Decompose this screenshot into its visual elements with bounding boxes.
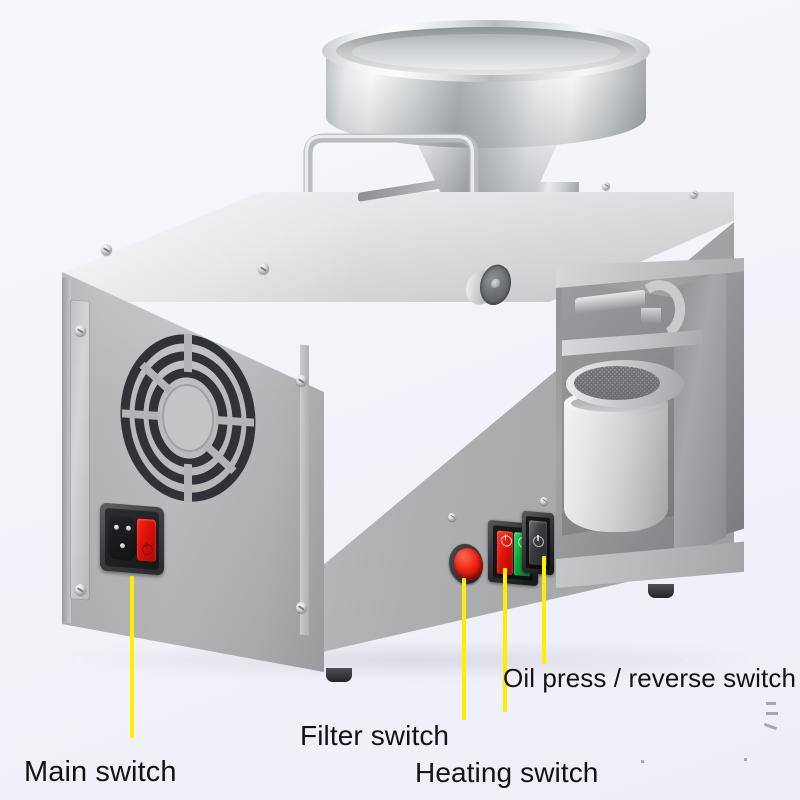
screw xyxy=(540,497,548,505)
carry-handle xyxy=(303,133,479,240)
spout-tip xyxy=(641,308,661,324)
body-corner-edge xyxy=(300,344,309,636)
label-oil-press-switch: Oil press / reverse switch xyxy=(503,663,797,693)
screw xyxy=(296,602,307,613)
screw xyxy=(75,584,86,595)
main-power-inlet[interactable] xyxy=(100,502,164,576)
iec-socket[interactable] xyxy=(108,515,136,561)
screw xyxy=(75,325,86,336)
side-mounting-strip xyxy=(70,299,90,601)
socket-pin xyxy=(114,525,119,530)
machine-foot xyxy=(648,584,674,598)
machine-foot xyxy=(326,668,352,682)
screw xyxy=(690,190,698,198)
screw xyxy=(101,244,112,255)
knob-face xyxy=(480,262,511,308)
callout-line-oil-press-switch xyxy=(542,556,546,664)
screw xyxy=(296,375,307,386)
fan-grille xyxy=(118,327,258,509)
power-symbol-icon xyxy=(533,535,544,548)
screw xyxy=(448,513,456,521)
power-symbol-icon xyxy=(500,534,512,547)
label-main-switch: Main switch xyxy=(24,756,177,788)
feed-hopper xyxy=(318,10,654,212)
callout-line-main-switch xyxy=(130,576,134,738)
screw xyxy=(258,263,269,274)
filter-switch-button[interactable] xyxy=(449,542,485,586)
rocker-well xyxy=(526,515,550,571)
main-switch-rocker[interactable] xyxy=(137,518,156,562)
oil-outlet-spout xyxy=(575,275,691,347)
inlet-recess xyxy=(105,507,159,571)
image-artifact xyxy=(641,760,644,763)
chamber-right-wall xyxy=(674,270,726,560)
basket-mesh xyxy=(574,366,660,400)
socket-pin xyxy=(120,543,125,548)
oil-press-reverse-switch[interactable] xyxy=(522,510,554,576)
floor-shadow xyxy=(60,640,760,680)
callout-line-heating-switch xyxy=(503,568,507,712)
image-artifact xyxy=(766,712,778,715)
image-artifact xyxy=(766,702,776,705)
hopper-inner-base xyxy=(352,34,620,70)
callout-line-filter-switch xyxy=(462,578,466,720)
socket-pin xyxy=(126,526,131,531)
bucket-body xyxy=(564,400,668,532)
adjustment-knob[interactable] xyxy=(466,261,512,313)
label-heating-switch: Heating switch xyxy=(415,757,599,788)
screw xyxy=(602,182,610,190)
image-artifact xyxy=(744,758,747,761)
image-artifact xyxy=(763,722,778,731)
mesh-filter-basket[interactable] xyxy=(566,360,684,418)
power-symbol-icon xyxy=(142,543,153,556)
label-filter-switch: Filter switch xyxy=(300,720,450,751)
fan-grille-svg xyxy=(120,333,256,503)
